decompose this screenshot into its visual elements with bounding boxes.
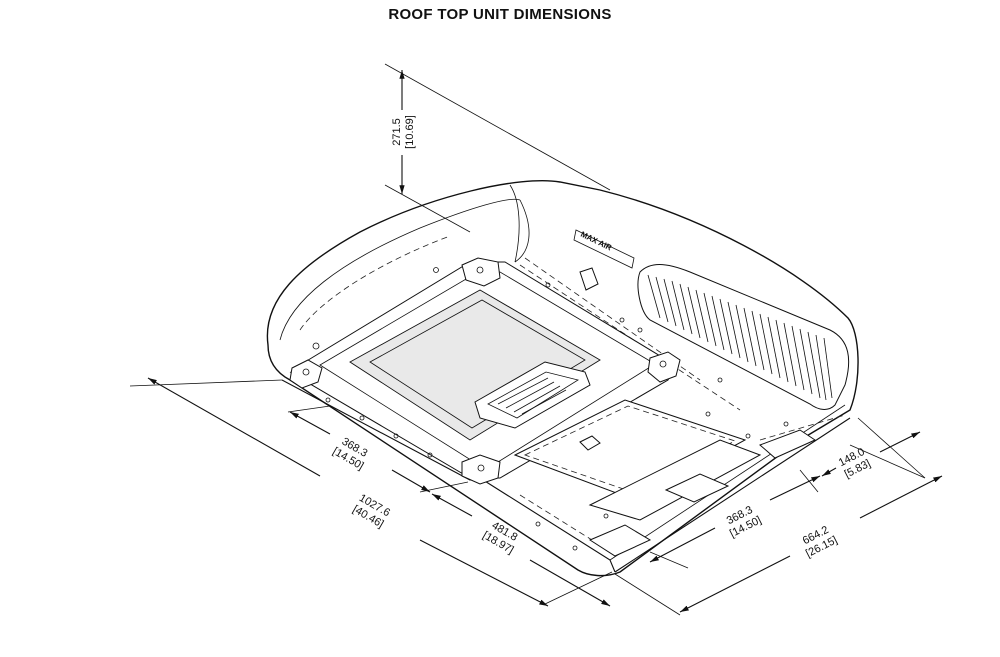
flange-holes: [325, 282, 789, 551]
dim-height-in: [10.69]: [404, 115, 416, 149]
side-vent-grille: [637, 264, 850, 410]
dimension-lines: [129, 63, 943, 616]
supply-diffuser: [474, 361, 591, 429]
diagram-title: ROOF TOP UNIT DIMENSIONS: [388, 6, 612, 23]
latch: [579, 267, 599, 291]
base-panels: [513, 399, 817, 557]
dim-height-mm: 271.5: [391, 118, 403, 146]
